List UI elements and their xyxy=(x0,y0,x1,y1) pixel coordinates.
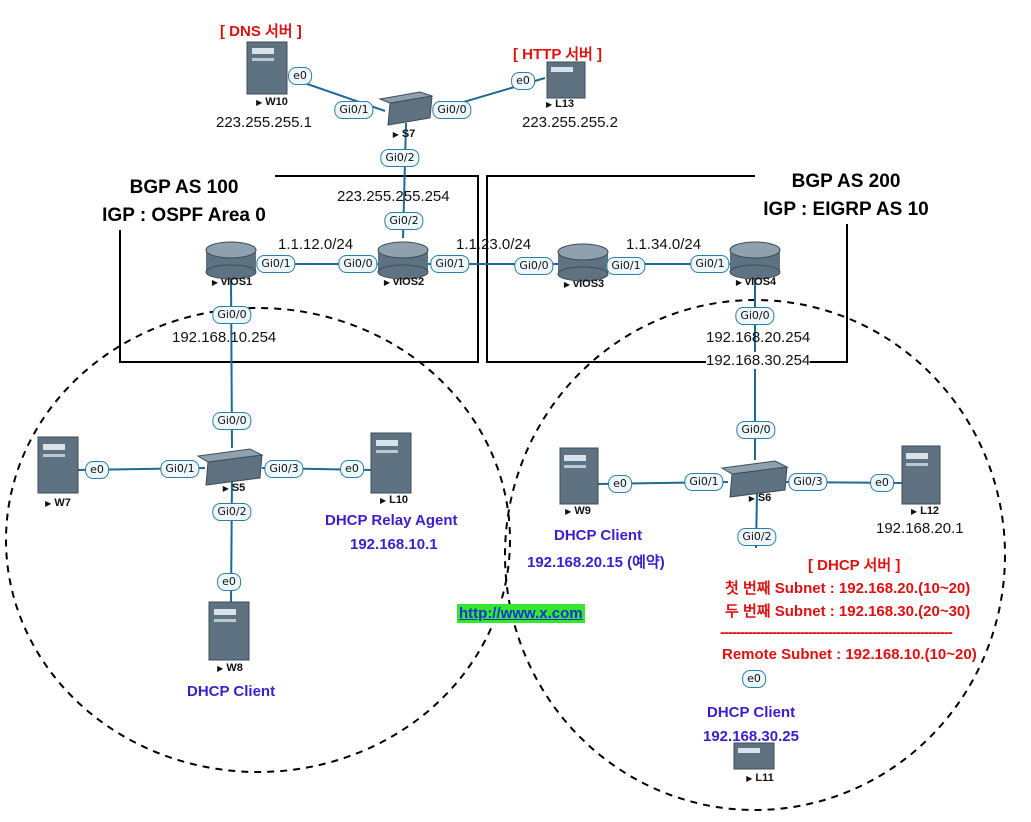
w9-role-label: DHCP Client xyxy=(554,527,643,544)
port-vios2-gi01: Gi0/1 xyxy=(430,255,470,273)
as200-title: BGP AS 200 IGP : EIGRP AS 10 xyxy=(755,168,937,224)
device-label-vios4: vIOS4 xyxy=(736,276,776,288)
as200-boundary xyxy=(486,175,848,363)
switch-icon[interactable] xyxy=(720,460,789,498)
dhcp-subnet-2: 두 번째 Subnet : 192.168.30.(20~30) xyxy=(725,603,971,620)
address-w10: 223.255.255.1 xyxy=(216,114,312,131)
port-vios3-gi01: Gi0/1 xyxy=(606,257,646,275)
w9-reserved-ip: 192.168.20.15 (예약) xyxy=(527,554,665,571)
server-icon[interactable] xyxy=(559,447,599,505)
device-label-vios3: vIOS3 xyxy=(564,278,604,290)
as100-igp: IGP : OSPF Area 0 xyxy=(102,205,266,226)
address-s7-uplink: 223.255.255.254 xyxy=(337,188,450,205)
dhcp-remote-subnet: Remote Subnet : 192.168.10.(10~20) xyxy=(722,646,977,663)
network-1-1-12: 1.1.12.0/24 xyxy=(278,236,354,253)
port-l13-e0: e0 xyxy=(511,72,535,90)
server-icon[interactable] xyxy=(733,742,775,770)
port-s6-gi01: Gi0/1 xyxy=(684,473,724,491)
l11-role-label: DHCP Client xyxy=(707,704,796,721)
address-vios4-lan1: 192.168.20.254 xyxy=(706,329,811,346)
port-s6-gi00: Gi0/0 xyxy=(736,421,776,439)
server-icon[interactable] xyxy=(546,61,586,99)
dhcp-separator: ----------------------------------------… xyxy=(720,624,953,641)
port-vios2-gi02: Gi0/2 xyxy=(384,212,424,230)
relay-agent-label: DHCP Relay Agent xyxy=(325,512,458,529)
server-icon[interactable] xyxy=(901,445,941,505)
device-label-w7: W7 xyxy=(45,497,71,509)
as100-title: BGP AS 100 IGP : OSPF Area 0 xyxy=(93,174,275,230)
port-w9-e0: e0 xyxy=(608,475,632,493)
device-label-l11: L11 xyxy=(746,772,773,784)
port-s6-gi03: Gi0/3 xyxy=(788,473,828,491)
port-s7-gi00: Gi0/0 xyxy=(432,101,472,119)
port-vios4-gi00: Gi0/0 xyxy=(735,307,775,325)
port-s5-gi01: Gi0/1 xyxy=(160,460,200,478)
port-s5-gi03: Gi0/3 xyxy=(264,460,304,478)
router-icon[interactable] xyxy=(377,241,429,280)
dhcp-subnet-1: 첫 번째 Subnet : 192.168.20.(10~20) xyxy=(725,580,971,597)
server-icon[interactable] xyxy=(37,436,79,494)
port-vios4-gi01: Gi0/1 xyxy=(690,255,730,273)
port-w10-e0: e0 xyxy=(288,67,312,85)
switch-icon[interactable] xyxy=(196,448,264,486)
router-icon[interactable] xyxy=(729,241,781,280)
relay-agent-ip: 192.168.10.1 xyxy=(350,536,438,553)
http-server-label: [ HTTP 서버 ] xyxy=(513,46,602,63)
port-l11-e0: e0 xyxy=(742,670,766,688)
switch-icon[interactable] xyxy=(378,91,433,126)
l11-ip: 192.168.30.25 xyxy=(703,728,799,745)
port-vios1-gi00: Gi0/0 xyxy=(212,306,252,324)
server-icon[interactable] xyxy=(246,41,288,95)
router-icon[interactable] xyxy=(557,243,609,282)
device-label-w10: W10 xyxy=(256,96,288,108)
address-vios4-lan2: 192.168.30.254 xyxy=(706,352,811,369)
device-label-l10: L10 xyxy=(380,494,408,506)
address-vios1-lan: 192.168.10.254 xyxy=(172,329,277,346)
w8-role-label: DHCP Client xyxy=(187,683,276,700)
dns-server-label: [ DNS 서버 ] xyxy=(220,23,302,40)
network-1-1-34: 1.1.34.0/24 xyxy=(626,236,702,253)
port-s6-gi02: Gi0/2 xyxy=(737,528,777,546)
router-icon[interactable] xyxy=(205,241,257,280)
device-label-w8: W8 xyxy=(217,662,243,674)
port-w8-e0: e0 xyxy=(217,573,241,591)
port-s7-gi01: Gi0/1 xyxy=(334,101,374,119)
dhcp-server-label: [ DHCP 서버 ] xyxy=(808,557,901,574)
port-l12-e0: e0 xyxy=(870,474,894,492)
address-l12: 192.168.20.1 xyxy=(876,520,964,537)
port-vios3-gi00: Gi0/0 xyxy=(514,257,554,275)
port-s5-gi00: Gi0/0 xyxy=(212,412,252,430)
url-label[interactable]: http://www.x.com xyxy=(457,604,585,623)
device-label-l13: L13 xyxy=(546,98,574,110)
dhcp-scope-left xyxy=(5,307,511,773)
port-w7-e0: e0 xyxy=(85,461,109,479)
as100-boundary xyxy=(119,175,479,363)
as100-bgp: BGP AS 100 xyxy=(129,177,239,198)
device-label-w9: W9 xyxy=(565,505,591,517)
server-icon[interactable] xyxy=(208,601,250,661)
device-label-vios1: vIOS1 xyxy=(212,276,252,288)
as200-igp: IGP : EIGRP AS 10 xyxy=(763,199,929,220)
network-1-1-23: 1.1.23.0/24 xyxy=(456,236,532,253)
port-s7-gi02: Gi0/2 xyxy=(380,149,420,167)
server-icon[interactable] xyxy=(370,432,412,494)
device-label-s6: S6 xyxy=(749,492,771,504)
device-label-s5: S5 xyxy=(223,482,245,494)
port-vios2-gi00: Gi0/0 xyxy=(338,255,378,273)
device-label-vios2: vIOS2 xyxy=(384,276,424,288)
device-label-l12: L12 xyxy=(911,505,939,517)
port-l10-e0: e0 xyxy=(340,460,364,478)
device-label-s7: S7 xyxy=(393,128,415,140)
port-vios1-gi01: Gi0/1 xyxy=(256,255,296,273)
port-s5-gi02: Gi0/2 xyxy=(212,503,252,521)
address-l13: 223.255.255.2 xyxy=(522,114,618,131)
as200-bgp: BGP AS 200 xyxy=(791,171,901,192)
